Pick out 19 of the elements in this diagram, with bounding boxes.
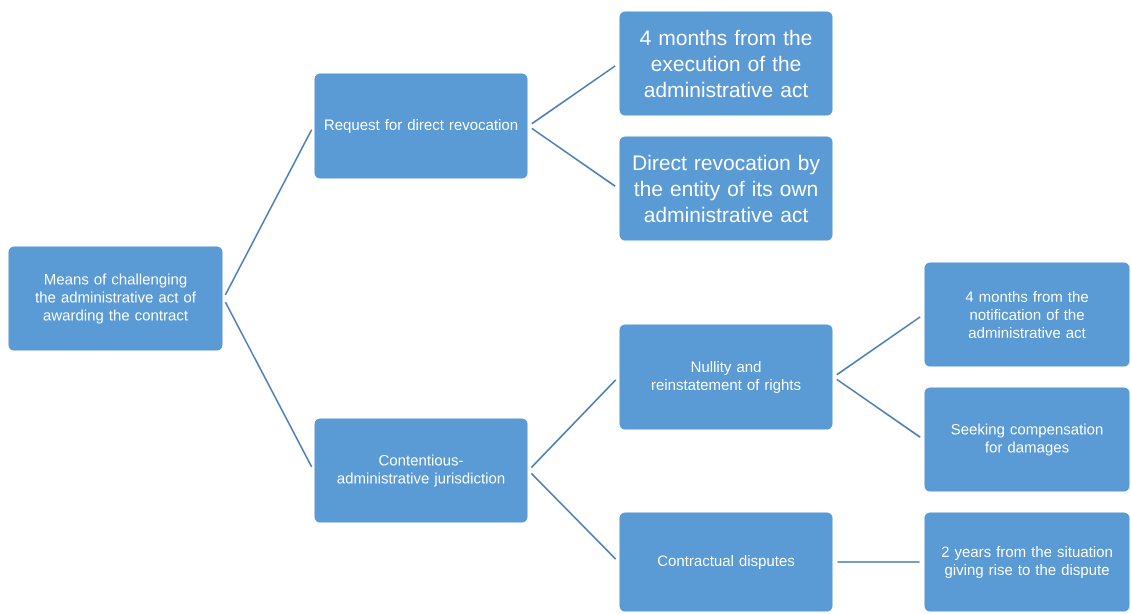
process-box: Contractual disputes bbox=[618, 511, 834, 613]
process-box: 4 months from the notification of the administrative act bbox=[923, 261, 1131, 368]
connector-line bbox=[531, 127, 617, 187]
process-box: 4 months from the execution of the administrative act bbox=[618, 10, 834, 117]
process-box: 2 years from the situation giving rise to the dispute bbox=[923, 511, 1131, 613]
process-box: Seeking compensation for damages bbox=[923, 386, 1131, 493]
process-box: Request for direct revocation bbox=[313, 72, 529, 180]
connector-line bbox=[530, 379, 617, 469]
process-box: Nullity and reinstatement of rights bbox=[618, 323, 834, 431]
connector-line bbox=[530, 472, 617, 560]
process-box: Direct revocation by the entity of its own administrative act bbox=[618, 135, 834, 242]
connector-line bbox=[836, 316, 922, 376]
process-box: Means of challenging the administrative act of awarding the contract bbox=[7, 245, 224, 352]
connector-line bbox=[836, 561, 921, 563]
connector-line bbox=[531, 65, 617, 125]
connector-line bbox=[224, 128, 313, 296]
connector-line bbox=[224, 301, 313, 468]
connector-line bbox=[836, 378, 922, 439]
process-box: Contentious-administrative jurisdiction bbox=[313, 417, 529, 524]
